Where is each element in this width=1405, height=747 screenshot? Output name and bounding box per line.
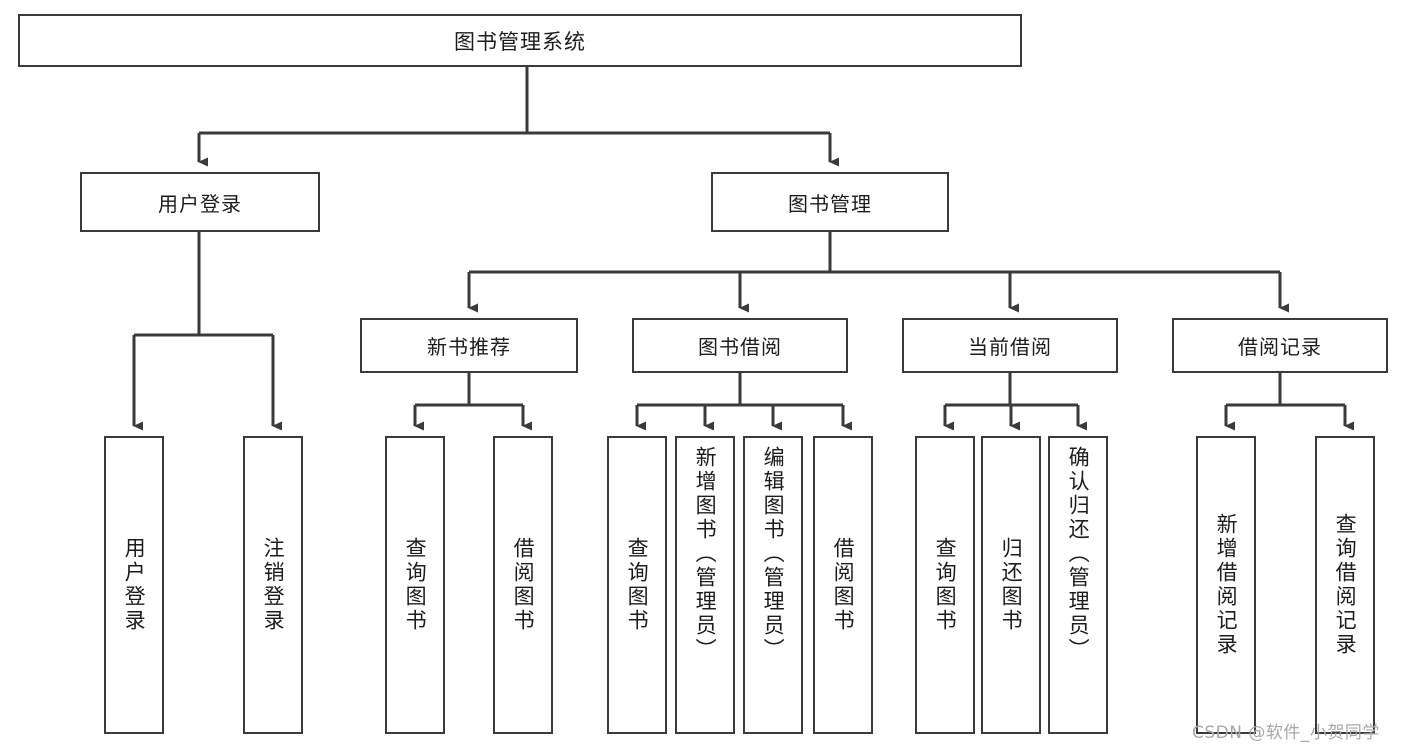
edge-group-current-borrow (943, 373, 1087, 431)
node-leaf-label: 查询图书 (403, 537, 428, 633)
node-book-management-label: 图书管理 (788, 191, 872, 216)
node-user-login-label: 用户登录 (158, 191, 242, 216)
edge-group-borrow-record (1224, 373, 1354, 431)
node-leaf-label: 编辑图书（管理员） (761, 446, 786, 662)
node-leaf-book-borrow-borrow-book[interactable]: 借阅图书 (813, 436, 873, 734)
node-leaf-new-book-borrow-book[interactable]: 借阅图书 (493, 436, 553, 734)
node-current-borrow-label: 当前借阅 (968, 335, 1052, 359)
edge-group-user-login (132, 232, 282, 431)
edge-group-root (197, 67, 839, 167)
node-leaf-current-borrow-confirm-return-admin[interactable]: 确认归还（管理员） (1048, 436, 1108, 734)
node-user-login[interactable]: 用户登录 (80, 172, 320, 232)
node-borrow-record-label: 借阅记录 (1238, 335, 1322, 359)
node-book-management[interactable]: 图书管理 (711, 172, 949, 232)
node-leaf-book-borrow-edit-book-admin[interactable]: 编辑图书（管理员） (743, 436, 803, 734)
edge-group-book-manage (467, 232, 1289, 313)
node-root-book-management-system[interactable]: 图书管理系统 (18, 14, 1022, 67)
node-leaf-label: 借阅图书 (831, 537, 856, 633)
node-borrow-record[interactable]: 借阅记录 (1172, 318, 1388, 373)
node-leaf-label: 查询借阅记录 (1333, 513, 1358, 657)
node-leaf-label: 借阅图书 (511, 537, 536, 633)
node-leaf-user-login-logout[interactable]: 注销登录 (243, 436, 303, 734)
node-book-borrow-label: 图书借阅 (698, 335, 782, 359)
node-new-book-recommend-label: 新书推荐 (427, 335, 511, 359)
node-leaf-current-borrow-return-book[interactable]: 归还图书 (981, 436, 1041, 734)
node-leaf-user-login-login[interactable]: 用户登录 (104, 436, 164, 734)
edge-group-book-borrow (635, 373, 852, 431)
node-leaf-book-borrow-query-book[interactable]: 查询图书 (607, 436, 667, 734)
node-leaf-borrow-record-add-record[interactable]: 新增借阅记录 (1196, 436, 1256, 734)
node-leaf-label: 查询图书 (933, 537, 958, 633)
node-leaf-label: 查询图书 (625, 537, 650, 633)
node-leaf-new-book-query-book[interactable]: 查询图书 (385, 436, 445, 734)
node-leaf-current-borrow-query-book[interactable]: 查询图书 (915, 436, 975, 734)
node-leaf-borrow-record-query-record[interactable]: 查询借阅记录 (1315, 436, 1375, 734)
node-leaf-label: 新增图书（管理员） (693, 446, 718, 662)
edge-group-new-book (413, 373, 532, 431)
node-root-label: 图书管理系统 (454, 29, 586, 54)
node-new-book-recommend[interactable]: 新书推荐 (360, 318, 578, 373)
node-leaf-label: 注销登录 (261, 537, 286, 633)
node-leaf-label: 新增借阅记录 (1214, 513, 1239, 657)
node-current-borrow[interactable]: 当前借阅 (902, 318, 1118, 373)
node-leaf-book-borrow-add-book-admin[interactable]: 新增图书（管理员） (675, 436, 735, 734)
node-leaf-label: 用户登录 (122, 537, 147, 633)
node-book-borrow[interactable]: 图书借阅 (632, 318, 848, 373)
node-leaf-label: 确认归还（管理员） (1066, 446, 1091, 662)
csdn-watermark: CSDN @软件_小贺同学 (1192, 723, 1380, 743)
node-leaf-label: 归还图书 (999, 537, 1024, 633)
